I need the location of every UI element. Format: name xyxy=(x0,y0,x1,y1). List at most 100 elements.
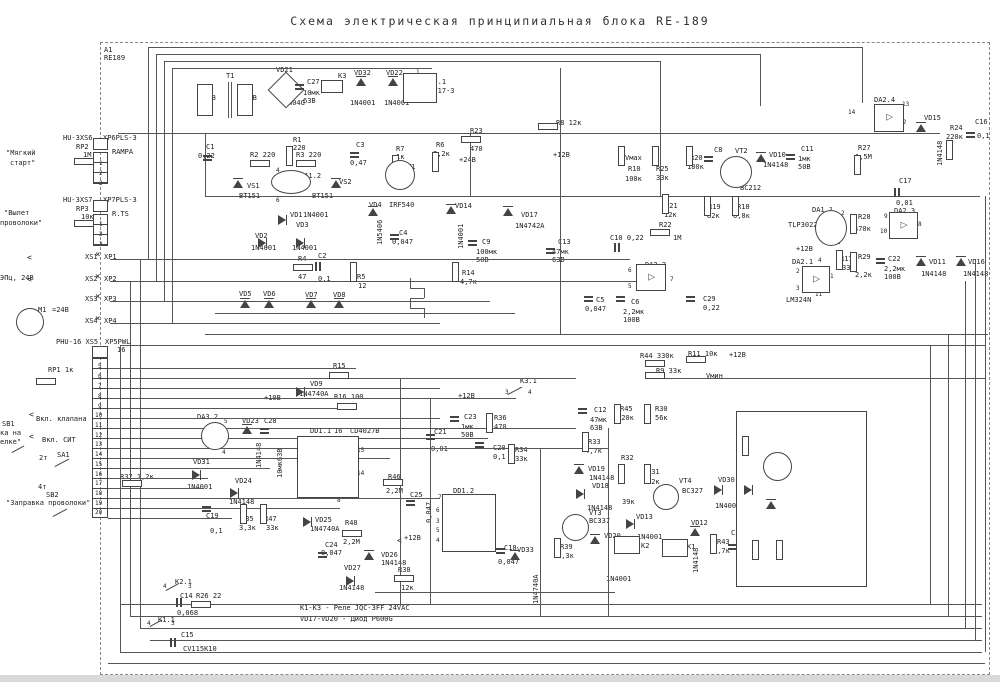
wire xyxy=(130,281,131,616)
capacitor-symbol xyxy=(315,262,317,271)
schematic-label: 63В xyxy=(303,97,316,105)
motor-symbol xyxy=(16,308,44,336)
capacitor-symbol xyxy=(390,234,399,236)
schematic-label: C10 0,22 xyxy=(610,234,644,242)
wire xyxy=(108,428,576,429)
diode-symbol xyxy=(264,298,274,308)
diode-symbol xyxy=(576,489,585,499)
schematic-label: 16 xyxy=(117,346,126,354)
schematic-label: 7 xyxy=(670,276,674,283)
schematic-label: VD33 xyxy=(517,546,534,554)
schematic-label: Вкл. СИТ xyxy=(42,436,76,444)
schematic-label: 1мк xyxy=(798,155,811,163)
schematic-label: R1 xyxy=(293,136,302,144)
schematic-label: VD5 xyxy=(239,290,252,298)
resistor-symbol xyxy=(554,538,561,558)
schematic-label: K1-К3 - Реле JQC-3FF 24VAC xyxy=(300,604,410,612)
wire xyxy=(560,68,561,155)
schematic-label: LM324N xyxy=(786,296,812,304)
diode-symbol xyxy=(334,298,344,308)
wire xyxy=(108,458,390,459)
wire xyxy=(410,298,424,299)
schematic-label: VD3 xyxy=(296,221,309,229)
schematic-label: R33 xyxy=(588,438,601,446)
schematic-label: VD12 xyxy=(691,519,708,527)
schematic-label: 14 xyxy=(848,109,856,116)
wire xyxy=(108,498,440,499)
schematic-label: XS4 xyxy=(85,317,98,325)
resistor-symbol xyxy=(74,220,94,227)
schematic-label: 6 xyxy=(436,507,440,514)
diode-symbol xyxy=(346,576,355,586)
diode-symbol xyxy=(192,470,201,480)
resistor-symbol xyxy=(732,196,739,216)
schematic-label: R15 xyxy=(333,362,346,370)
schematic-label: DD1.2 xyxy=(453,487,475,495)
capacitor-symbol xyxy=(616,296,625,298)
resistor-symbol xyxy=(342,530,362,537)
schematic-label: C21 xyxy=(434,428,447,436)
schematic-label: 0,1 xyxy=(210,527,223,535)
schematic-label: VD18 xyxy=(592,482,609,490)
schematic-label: VT3 xyxy=(589,509,602,517)
wire xyxy=(172,68,173,323)
switch-symbol xyxy=(54,458,70,467)
capacitor-symbol xyxy=(704,156,713,158)
wire xyxy=(130,616,982,617)
wire xyxy=(540,448,541,616)
schematic-label: < xyxy=(27,253,32,262)
wire xyxy=(140,628,982,629)
resistor-symbol xyxy=(383,479,403,486)
schematic-label: 2,2М xyxy=(386,487,403,495)
schematic-label: VD25 xyxy=(315,516,332,524)
opamp-symbol xyxy=(802,266,830,293)
schematic-label: 4 xyxy=(528,389,532,396)
schematic-label: 4 xyxy=(436,537,440,544)
schematic-label: 1N4001 xyxy=(606,575,632,583)
schematic-label: 10 xyxy=(880,228,888,235)
schematic-label: XS2 xyxy=(85,275,98,283)
schematic-label: К3 xyxy=(338,72,347,80)
schematic-label: VT2 xyxy=(735,147,748,155)
schematic-label: 0,047 xyxy=(498,558,520,566)
schematic-label: К1 xyxy=(687,543,696,551)
wire xyxy=(215,313,515,314)
connector-symbol xyxy=(92,346,108,358)
diode-symbol xyxy=(296,238,305,248)
schematic-label: 1N4148 xyxy=(763,161,789,169)
schematic-label: VD21 xyxy=(276,66,293,74)
schematic-label: 4 xyxy=(818,257,822,264)
schematic-label: RAMPA xyxy=(112,148,134,156)
schematic-label: 1к xyxy=(396,153,405,161)
schematic-label: R6 xyxy=(436,141,445,149)
schematic-label: R20 xyxy=(690,154,703,162)
connector-symbol xyxy=(93,214,108,246)
schematic-label: C22 xyxy=(888,255,901,263)
relay-coil-symbol xyxy=(321,80,343,93)
ic-symbol xyxy=(442,494,496,552)
resistor-symbol xyxy=(850,214,857,234)
schematic-label: R2 220 xyxy=(250,151,276,159)
diode-symbol xyxy=(916,122,926,132)
schematic-label: 1N4148 xyxy=(587,504,613,512)
schematic-label: C29 xyxy=(703,295,716,303)
schematic-label: C2 xyxy=(318,252,327,260)
capacitor-symbol xyxy=(496,548,505,550)
wire xyxy=(400,378,401,604)
schematic-label: 1N4740A xyxy=(532,574,540,604)
resistor-symbol xyxy=(191,601,211,608)
schematic-label: VD22 xyxy=(386,69,403,77)
diode-symbol xyxy=(714,485,723,495)
resistor-symbol xyxy=(854,155,861,175)
schematic-label: 1N4001 xyxy=(715,502,741,510)
thyristor-symbol xyxy=(233,178,243,188)
schematic-label: C13 xyxy=(558,238,571,246)
schematic-label: 63В xyxy=(590,424,603,432)
switch-symbol xyxy=(52,508,68,517)
resistor-symbol xyxy=(850,252,857,272)
schematic-label: проволоки" xyxy=(0,219,43,227)
schematic-label: 4 xyxy=(276,167,280,174)
schematic-label: R36 xyxy=(494,414,507,422)
schematic-label: 14 xyxy=(357,470,365,477)
resistor-symbol xyxy=(836,250,843,270)
